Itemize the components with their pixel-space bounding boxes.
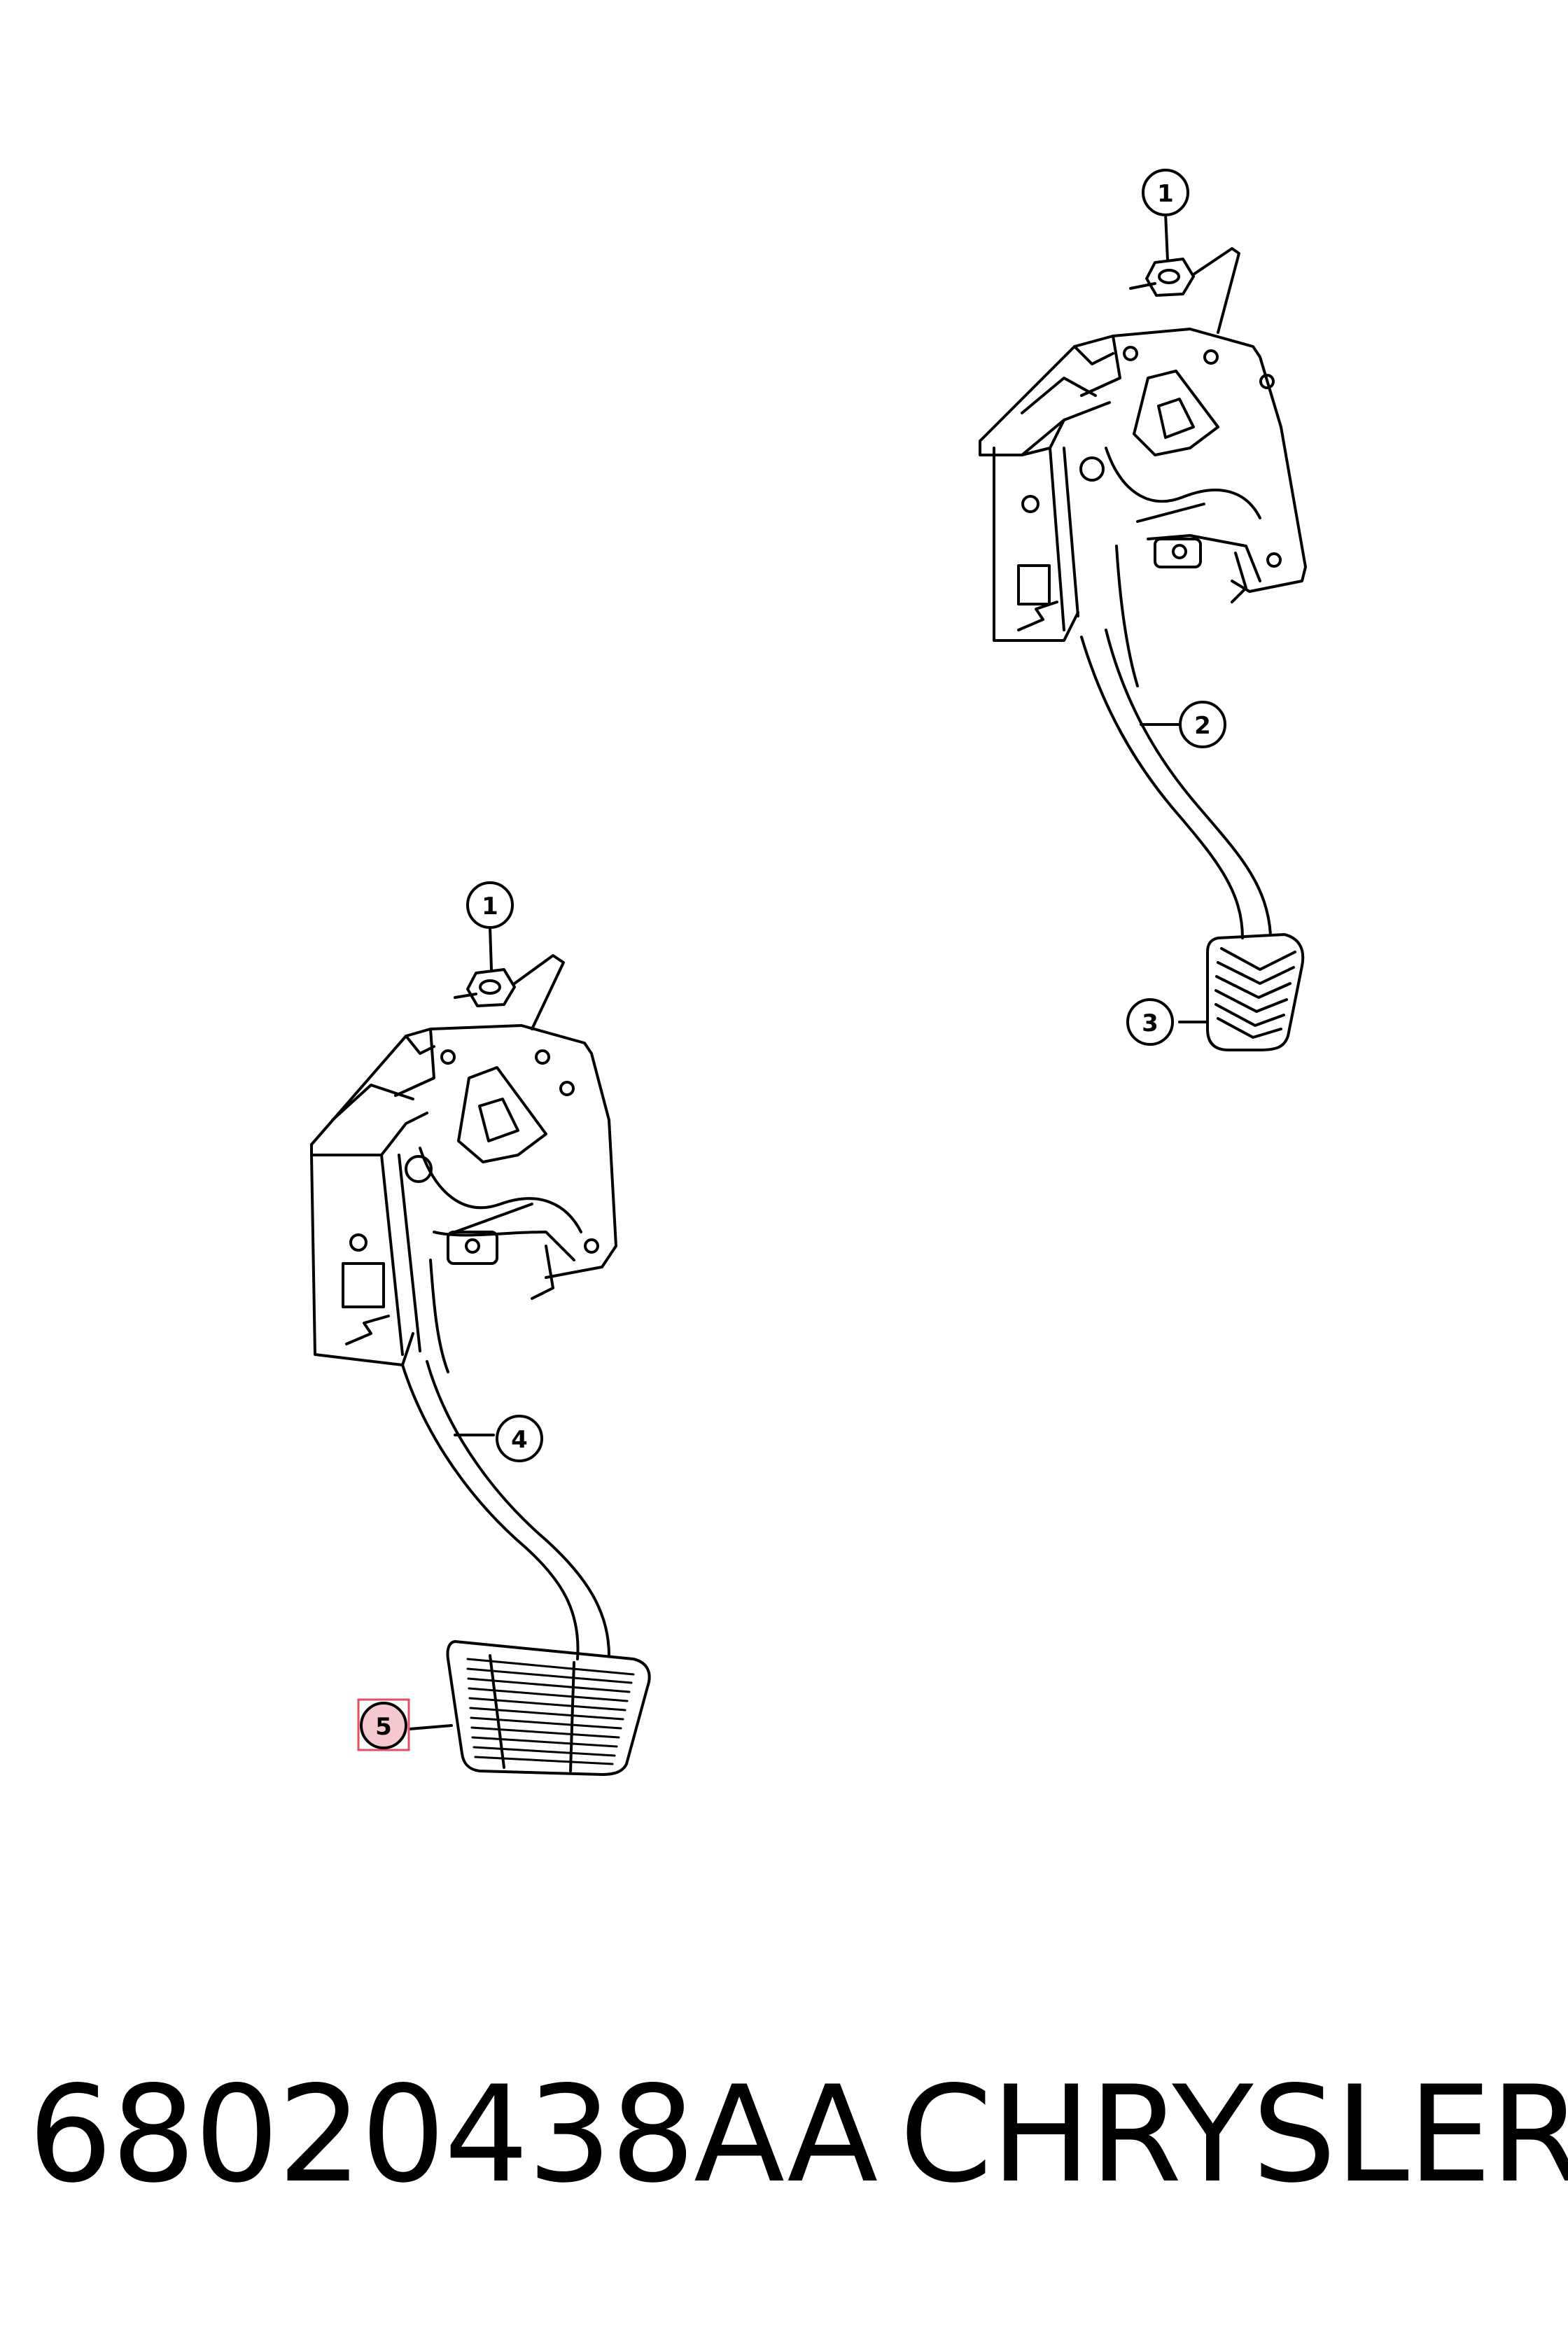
- upper-pedal-pad: [1206, 933, 1305, 1051]
- callout-circle: [466, 881, 514, 929]
- lower-nut: [454, 968, 516, 1007]
- lower-bracket: [310, 1024, 617, 1366]
- lower-pedal-arm: [401, 1259, 610, 1660]
- callout-label: 2: [1194, 712, 1211, 740]
- callout-label: 5: [375, 1713, 392, 1741]
- part-number: 68020438AA: [28, 2057, 878, 2212]
- callout-label: 1: [1157, 180, 1174, 208]
- callout-3[interactable]: 3: [1126, 998, 1174, 1046]
- brand-name: CHRYSLER: [899, 2057, 1568, 2212]
- lower-pedal-pad: [446, 1640, 651, 1776]
- callout-label: 3: [1142, 1009, 1158, 1037]
- callout-label: 1: [482, 892, 498, 920]
- upper-nut: [1129, 258, 1195, 297]
- callout-2[interactable]: 2: [1179, 701, 1226, 748]
- callout-circle: [1142, 169, 1189, 216]
- lower-pedal-assembly: [310, 926, 651, 1776]
- callout-circle: [360, 1702, 407, 1749]
- upper-pedal-assembly: [979, 212, 1307, 1051]
- callout-highlight-box: [357, 1698, 410, 1751]
- upper-pedal-arm: [1080, 545, 1272, 939]
- callout-1-upper[interactable]: 1: [1142, 169, 1189, 216]
- callout-4[interactable]: 4: [496, 1415, 543, 1462]
- callout-5[interactable]: 5: [357, 1698, 410, 1751]
- callout-circle: [496, 1415, 543, 1462]
- callout-circle: [1126, 998, 1174, 1046]
- callout-circle: [1179, 701, 1226, 748]
- callout-1-lower[interactable]: 1: [466, 881, 514, 929]
- upper-bracket: [979, 328, 1307, 642]
- callout-label: 4: [511, 1426, 528, 1454]
